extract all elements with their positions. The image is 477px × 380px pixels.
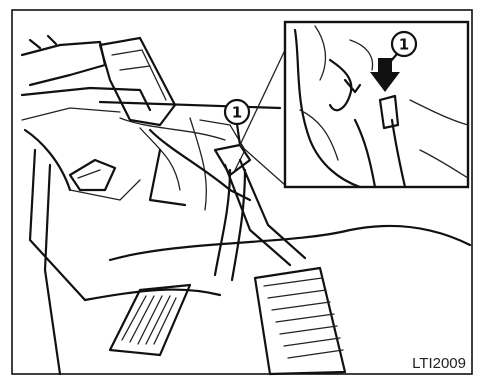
callout-1-main-label: 1 [232,104,242,122]
detail-inset: 1 [285,22,468,187]
callout-1-inset-label: 1 [399,36,409,54]
figure-code: LTI2009 [412,355,466,372]
